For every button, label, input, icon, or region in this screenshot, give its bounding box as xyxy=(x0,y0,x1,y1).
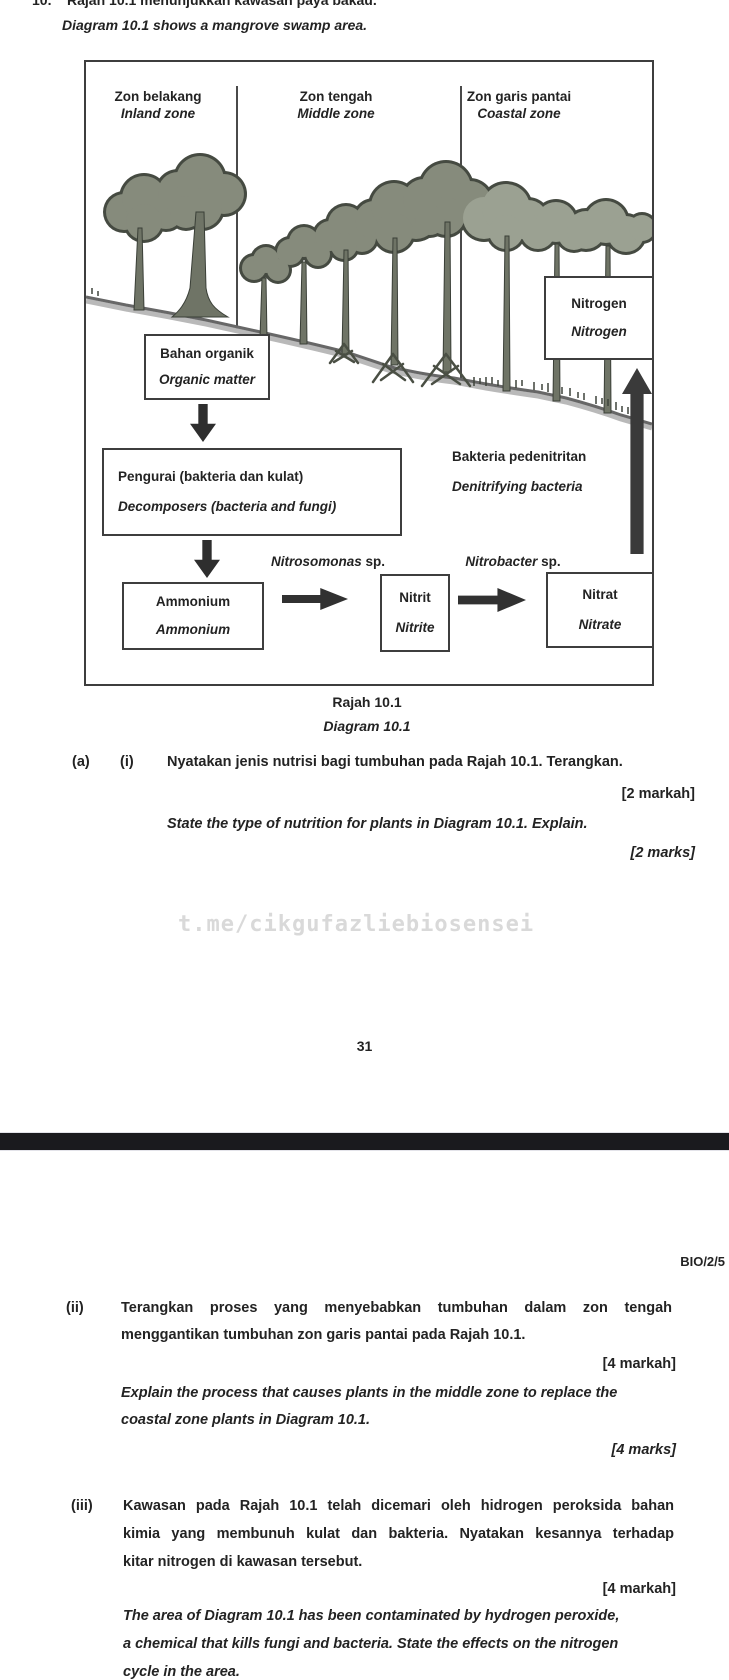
denitrifying-label: Bakteria pedenitritan Denitrifying bacte… xyxy=(452,442,648,502)
denitrifying-my: Bakteria pedenitritan xyxy=(452,449,587,464)
diagram-caption-my: Rajah 10.1 xyxy=(332,694,402,710)
decomposers-my: Pengurai (bakteria dan kulat) xyxy=(118,469,304,484)
marks-malay: [2 markah] xyxy=(621,786,695,802)
question-sub-iii: (iii) xyxy=(71,1498,93,1514)
nitrosomonas-genus: Nitrosomonas xyxy=(270,554,362,569)
page-number: 31 xyxy=(356,1038,373,1054)
zone-coastal-my: Zon garis pantai xyxy=(466,89,572,104)
q-iii-malay-line3: kitar nitrogen di kawasan tersebut. xyxy=(123,1554,363,1570)
zone-label-coastal: Zon garis pantai Coastal zone xyxy=(426,88,612,122)
q-iii-malay-line1: Kawasan pada Rajah 10.1 telah dicemari o… xyxy=(123,1498,674,1514)
zone-inland-en: Inland zone xyxy=(120,106,196,121)
ammonium-en: Ammonium xyxy=(155,622,231,637)
nitrite-en: Nitrite xyxy=(395,620,435,635)
organic-en: Organic matter xyxy=(158,372,256,387)
nitrobacter-genus: Nitrobacter xyxy=(465,554,538,569)
nitrate-en: Nitrate xyxy=(578,617,622,632)
nitrate-my: Nitrat xyxy=(582,587,618,602)
q-iii-english-clipped-line: cycle in the area. xyxy=(123,1664,240,1680)
mangrove-trees-illustration xyxy=(86,153,652,431)
canopy-fills-coastal xyxy=(463,184,652,252)
right-arrow-icon xyxy=(282,588,348,610)
ammonium-box: Ammonium Ammonium xyxy=(122,582,264,650)
prop-roots xyxy=(328,342,472,388)
question-a-i-malay: Nyatakan jenis nutrisi bagi tumbuhan pad… xyxy=(167,754,623,770)
q-ii-malay-line1: Terangkan proses yang menyebabkan tumbuh… xyxy=(121,1300,672,1316)
decomposers-box: Pengurai (bakteria dan kulat) Decomposer… xyxy=(102,448,402,536)
q-iii-english-line1: The area of Diagram 10.1 has been contam… xyxy=(123,1608,620,1624)
nitrogen-en: Nitrogen xyxy=(571,324,627,339)
q-ii-english-line1: Explain the process that causes plants i… xyxy=(121,1385,618,1401)
q-ii-english-line2: coastal zone plants in Diagram 10.1. xyxy=(121,1412,370,1428)
zone-label-inland: Zon belakang Inland zone xyxy=(90,88,226,122)
nitrogen-box: Nitrogen Nitrogen xyxy=(544,276,654,360)
q-iii-marks-malay: [4 markah] xyxy=(602,1581,676,1597)
telegram-watermark: t.me/cikgufazliebiosensei xyxy=(178,912,535,937)
tree-trunks xyxy=(133,211,612,414)
diagram-caption-en: Diagram 10.1 xyxy=(323,718,411,734)
q-ii-marks-english: [4 marks] xyxy=(611,1442,676,1458)
decomposers-en: Decomposers (bacteria and fungi) xyxy=(118,499,337,514)
q-ii-marks-malay: [4 markah] xyxy=(602,1356,676,1372)
right-arrow-icon xyxy=(458,588,526,612)
paper-code: BIO/2/5 xyxy=(680,1254,725,1269)
nitrosomonas-sp: sp. xyxy=(361,554,386,569)
organic-matter-box: Bahan organik Organic matter xyxy=(144,334,270,400)
question-part-a: (a) xyxy=(72,754,90,770)
question-a-i-english: State the type of nutrition for plants i… xyxy=(167,816,588,832)
nitrogen-my: Nitrogen xyxy=(571,296,627,311)
zone-inland-my: Zon belakang xyxy=(114,89,202,104)
nitrate-box: Nitrat Nitrate xyxy=(546,572,654,648)
nitrosomonas-label: Nitrosomonas sp. xyxy=(258,554,398,569)
canopy-fills xyxy=(106,156,491,281)
zone-middle-en: Middle zone xyxy=(297,106,375,121)
question-sub-ii: (ii) xyxy=(66,1300,84,1316)
denitrifying-en: Denitrifying bacteria xyxy=(452,479,583,494)
q-ii-malay-line2: menggantikan tumbuhan zon garis pantai p… xyxy=(121,1327,526,1343)
zone-coastal-en: Coastal zone xyxy=(477,106,561,121)
clipped-question-line: 10. Rajah 10.1 menunjukkan kawasan paya … xyxy=(32,0,652,9)
organic-my: Bahan organik xyxy=(160,346,254,361)
q-iii-malay-line2: kimia yang membunuh kulat dan bakteria. … xyxy=(123,1526,674,1542)
intro-line-english: Diagram 10.1 shows a mangrove swamp area… xyxy=(62,17,368,33)
nitrobacter-sp: sp. xyxy=(537,554,561,569)
q-iii-english-line2: a chemical that kills fungi and bacteria… xyxy=(123,1636,619,1652)
nitrite-box: Nitrit Nitrite xyxy=(380,574,450,652)
page-separator-band xyxy=(0,1132,729,1151)
ammonium-my: Ammonium xyxy=(155,594,231,609)
marks-english: [2 marks] xyxy=(630,845,695,861)
clipped-question-text: 10. Rajah 10.1 menunjukkan kawasan paya … xyxy=(32,0,377,8)
nitrobacter-label: Nitrobacter sp. xyxy=(450,554,576,569)
down-arrow-icon xyxy=(194,540,220,578)
diagram-frame: Zon belakang Inland zone Zon tengah Midd… xyxy=(84,60,654,686)
question-sub-i: (i) xyxy=(120,754,134,770)
zone-middle-my: Zon tengah xyxy=(299,89,373,104)
nitrite-my: Nitrit xyxy=(399,590,431,605)
zone-label-middle: Zon tengah Middle zone xyxy=(246,88,426,122)
